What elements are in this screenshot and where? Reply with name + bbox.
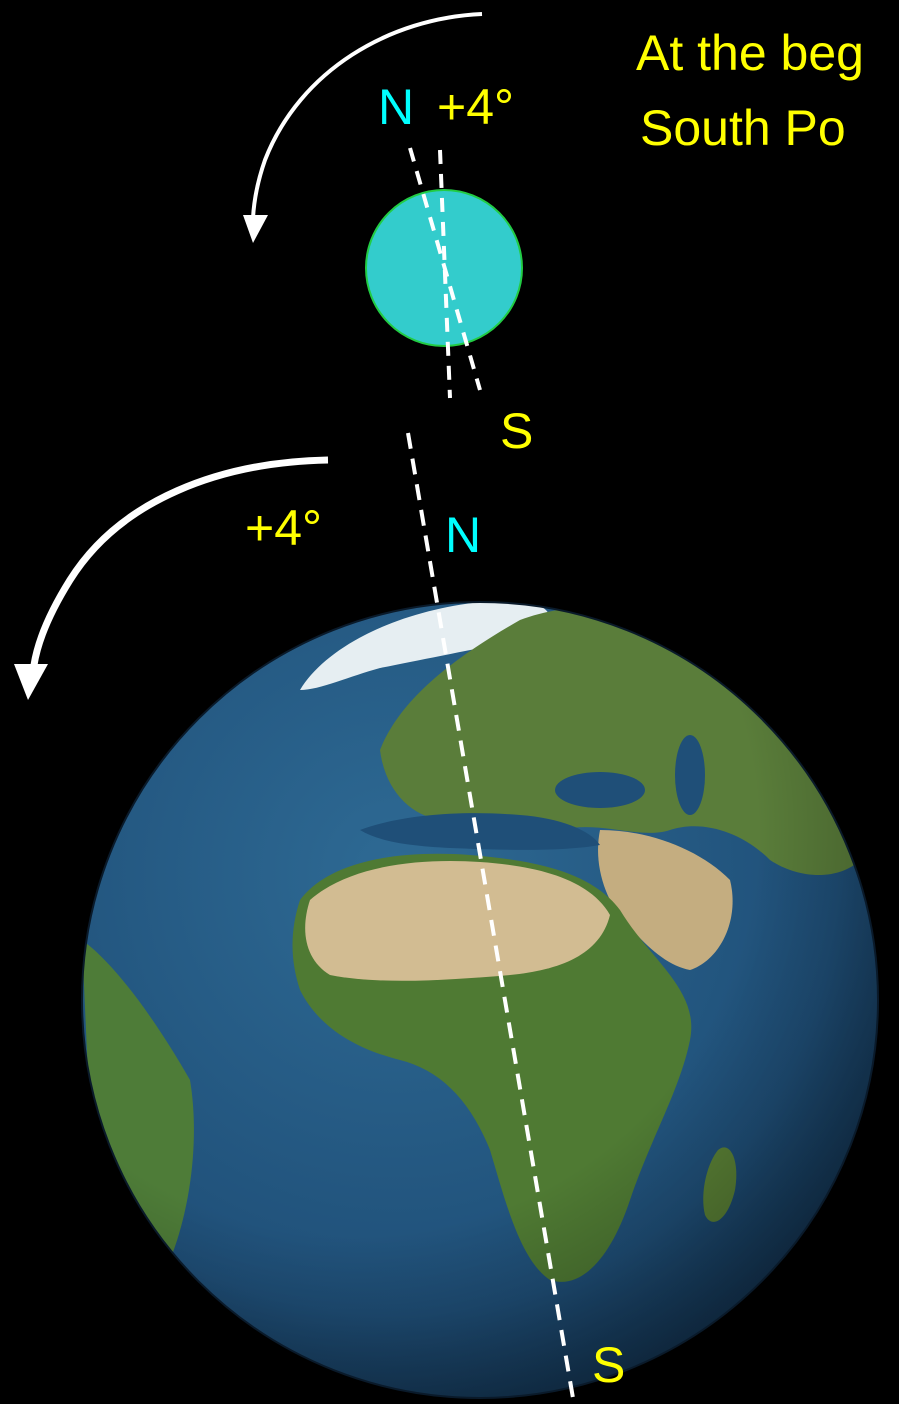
earth-tilted-axis xyxy=(406,432,576,1404)
earth-tilt-label: +4° xyxy=(245,500,322,556)
small-globe-group: N +4° S xyxy=(243,12,533,459)
earth-north-label: N xyxy=(445,507,481,563)
earth-south-label: S xyxy=(592,1337,625,1393)
small-globe-north-label: N xyxy=(378,79,414,135)
small-globe-tilt-label: +4° xyxy=(437,79,514,135)
earth-outline xyxy=(81,601,879,1399)
caption-line-2: South Po xyxy=(640,100,846,156)
earth-group: +4° N S xyxy=(14,432,879,1404)
small-rotation-arrow xyxy=(251,12,483,219)
earth-globe xyxy=(82,602,878,1398)
earth-rotation-arrowhead xyxy=(14,664,48,700)
small-globe-tilted-axis xyxy=(408,147,482,391)
caption-line-1: At the beg xyxy=(636,25,864,81)
small-globe-south-label: S xyxy=(500,403,533,459)
small-rotation-arrowhead xyxy=(243,215,268,243)
earth-rotation-arrow xyxy=(30,456,329,666)
